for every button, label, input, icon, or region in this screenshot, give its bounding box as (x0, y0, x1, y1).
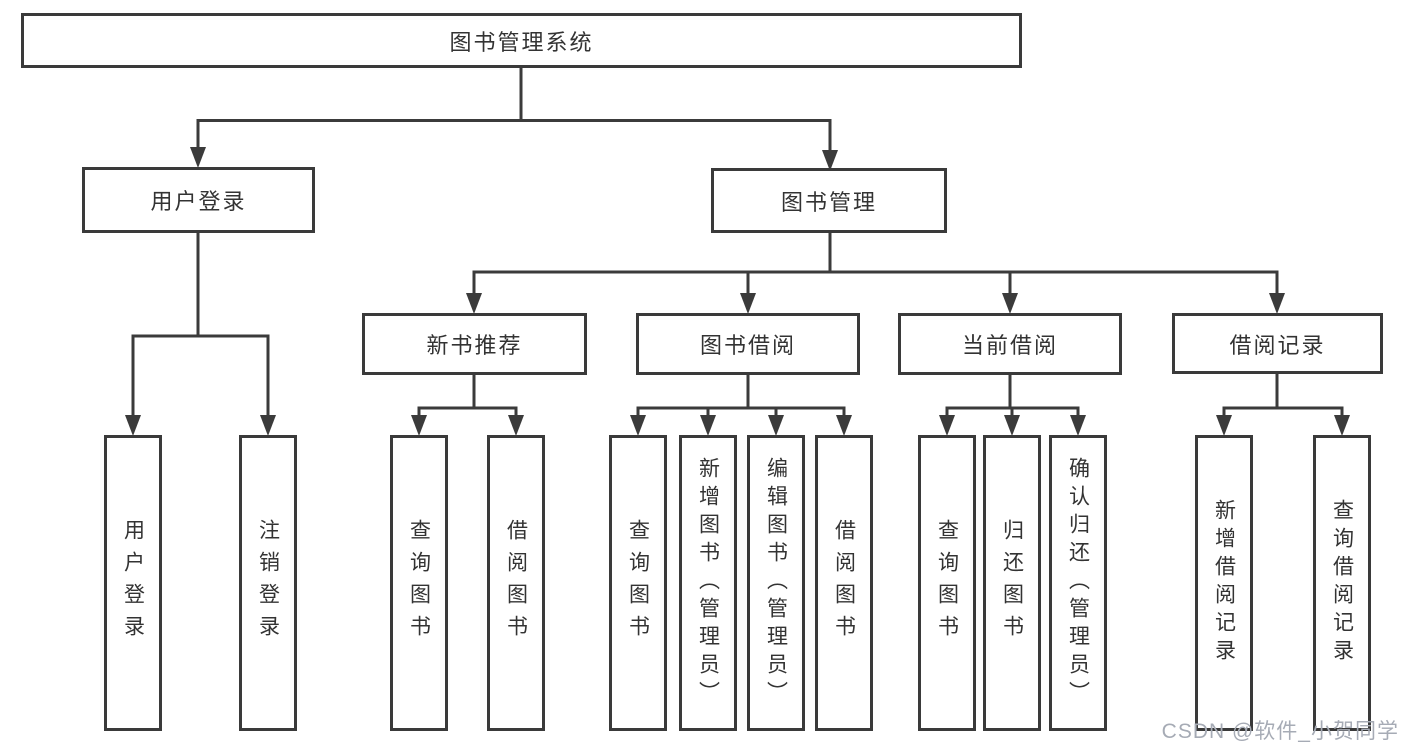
node-library-management-system: 图书管理系统 (21, 13, 1022, 68)
node-label: 查询图书 (935, 519, 959, 647)
node-label: 新增借阅记录 (1212, 499, 1236, 667)
node-label: 图书管理系统 (449, 29, 594, 55)
node-label: 查询图书 (626, 519, 650, 647)
node-label: 注销登录 (256, 519, 280, 647)
node-label: 图书借阅 (699, 333, 796, 358)
leaf-query-books-current: 查询图书 (918, 435, 976, 731)
node-label: 借阅记录 (1229, 332, 1326, 358)
leaf-user-login: 用户登录 (104, 435, 162, 731)
node-label: 借阅图书 (832, 519, 856, 647)
leaf-query-books-recommendation: 查询图书 (390, 435, 448, 731)
node-label: 借阅图书 (504, 519, 528, 647)
csdn-watermark: CSDN @软件_小贺同学 (1161, 720, 1399, 743)
leaf-query-borrow-record: 查询借阅记录 (1313, 435, 1371, 731)
node-borrowing-records: 借阅记录 (1172, 313, 1383, 374)
leaf-add-borrow-record: 新增借阅记录 (1195, 435, 1253, 731)
node-book-borrowing: 图书借阅 (636, 313, 860, 375)
leaf-add-book-admin: 新增图书（管理员） (679, 435, 737, 731)
leaf-edit-book-admin: 编辑图书（管理员） (747, 435, 805, 731)
leaf-return-books: 归还图书 (983, 435, 1041, 731)
node-label: 新增图书（管理员） (696, 457, 720, 709)
leaf-borrow-books-borrowing: 借阅图书 (815, 435, 873, 731)
node-new-book-recommendation: 新书推荐 (362, 313, 587, 375)
node-label: 编辑图书（管理员） (764, 457, 788, 709)
node-label: 图书管理 (780, 189, 877, 215)
node-label: 查询图书 (407, 519, 431, 647)
node-label: 确认归还（管理员） (1066, 457, 1090, 709)
leaf-confirm-return-admin: 确认归还（管理员） (1049, 435, 1107, 731)
node-label: 当前借阅 (961, 333, 1058, 358)
arrowhead-icons (125, 147, 1350, 436)
node-book-management: 图书管理 (711, 168, 947, 233)
leaf-borrow-books-recommendation: 借阅图书 (487, 435, 545, 731)
node-current-borrowing: 当前借阅 (898, 313, 1122, 375)
node-label: 归还图书 (1000, 519, 1024, 647)
node-label: 查询借阅记录 (1330, 499, 1354, 667)
node-label: 新书推荐 (426, 333, 523, 358)
node-label: 用户登录 (150, 189, 247, 214)
node-user-login: 用户登录 (82, 167, 315, 233)
leaf-query-books-borrowing: 查询图书 (609, 435, 667, 731)
node-label: 用户登录 (121, 519, 145, 647)
leaf-logout: 注销登录 (239, 435, 297, 731)
